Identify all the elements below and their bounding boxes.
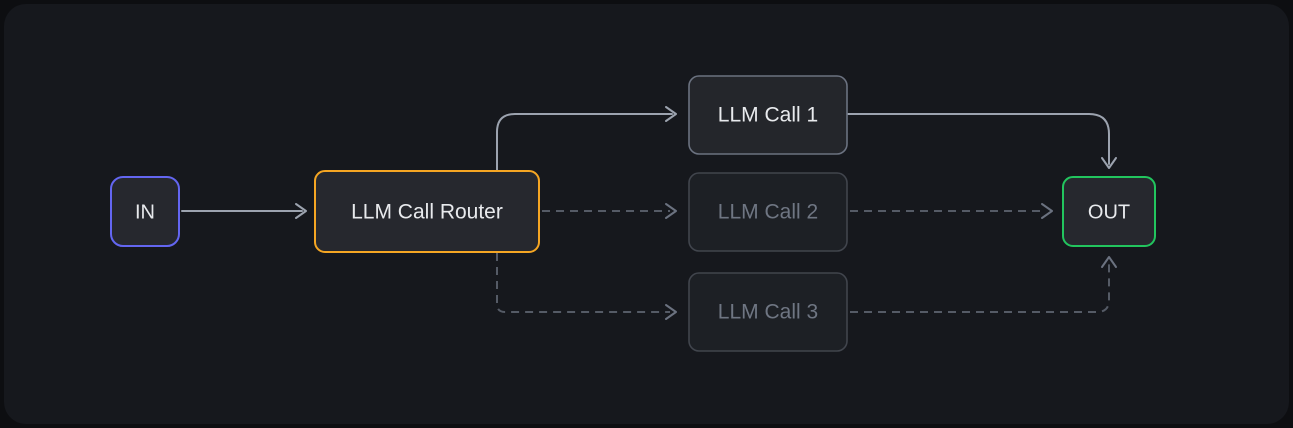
node-call2[interactable]: LLM Call 2 xyxy=(688,172,848,252)
node-in-box[interactable] xyxy=(110,176,180,247)
edge-call2-to-out xyxy=(850,203,1053,219)
node-call2-label: LLM Call 2 xyxy=(718,201,818,224)
node-call1[interactable]: LLM Call 1 xyxy=(688,75,848,155)
edge-router-to-call1 xyxy=(496,106,677,171)
node-in[interactable]: IN xyxy=(110,176,180,247)
node-out-box[interactable] xyxy=(1062,176,1156,247)
node-router[interactable]: LLM Call Router xyxy=(314,170,540,253)
node-call3-box[interactable] xyxy=(688,272,848,352)
node-call3-label: LLM Call 3 xyxy=(718,301,818,324)
edge-call1-to-out xyxy=(847,113,1117,169)
node-out[interactable]: OUT xyxy=(1062,176,1156,247)
node-in-label: IN xyxy=(135,201,155,223)
edge-in-to-router xyxy=(181,203,307,219)
edge-router-to-call2 xyxy=(542,203,677,219)
node-call1-box[interactable] xyxy=(688,75,848,155)
node-router-label: LLM Call Router xyxy=(351,201,503,224)
node-call2-box[interactable] xyxy=(688,172,848,252)
node-call3[interactable]: LLM Call 3 xyxy=(688,272,848,352)
node-call1-label: LLM Call 1 xyxy=(718,104,818,127)
node-out-label: OUT xyxy=(1088,201,1130,223)
edge-call3-to-out xyxy=(850,256,1117,313)
node-router-box[interactable] xyxy=(314,170,540,253)
edge-router-to-call3 xyxy=(496,253,677,320)
